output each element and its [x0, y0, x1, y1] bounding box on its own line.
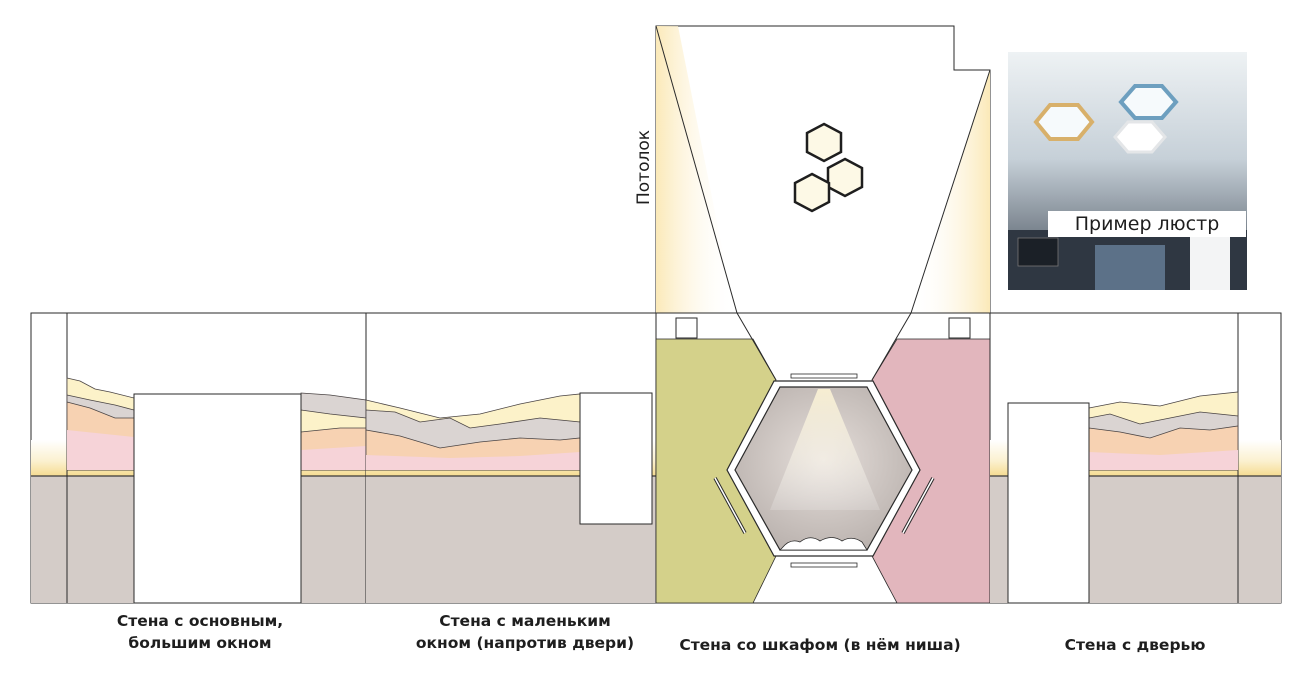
wall-small-window [365, 312, 657, 604]
big-window [133, 393, 302, 604]
ceiling-label: Потолок [634, 129, 654, 205]
caption-door: Стена с дверью [1064, 636, 1206, 654]
vent-right [948, 317, 971, 339]
caption-main-window: Стена с основным, большим окном [116, 612, 284, 652]
niche-light-beam [770, 389, 880, 510]
chandelier-reference-photo [1008, 52, 1247, 290]
reference-photo-label: Пример люстр [1048, 211, 1246, 237]
hexagon-chandelier-icon [793, 122, 864, 213]
mountains-center [300, 392, 367, 471]
ceiling-panel [655, 25, 991, 314]
niche-clouds [779, 537, 868, 551]
mountains-wall4 [1088, 391, 1239, 471]
vent-left [675, 317, 698, 339]
caption-wardrobe: Стена со шкафом (в нём ниша) [679, 636, 961, 654]
mountains-left [66, 377, 135, 471]
wall-door [989, 312, 1282, 604]
caption-small-window: Стена с маленьким окном (напротив двери) [415, 612, 635, 652]
wall-wardrobe [655, 312, 991, 604]
mountains-wall2 [365, 393, 581, 471]
small-window [579, 392, 653, 525]
door [1007, 402, 1090, 604]
wall-main-window [30, 312, 367, 604]
